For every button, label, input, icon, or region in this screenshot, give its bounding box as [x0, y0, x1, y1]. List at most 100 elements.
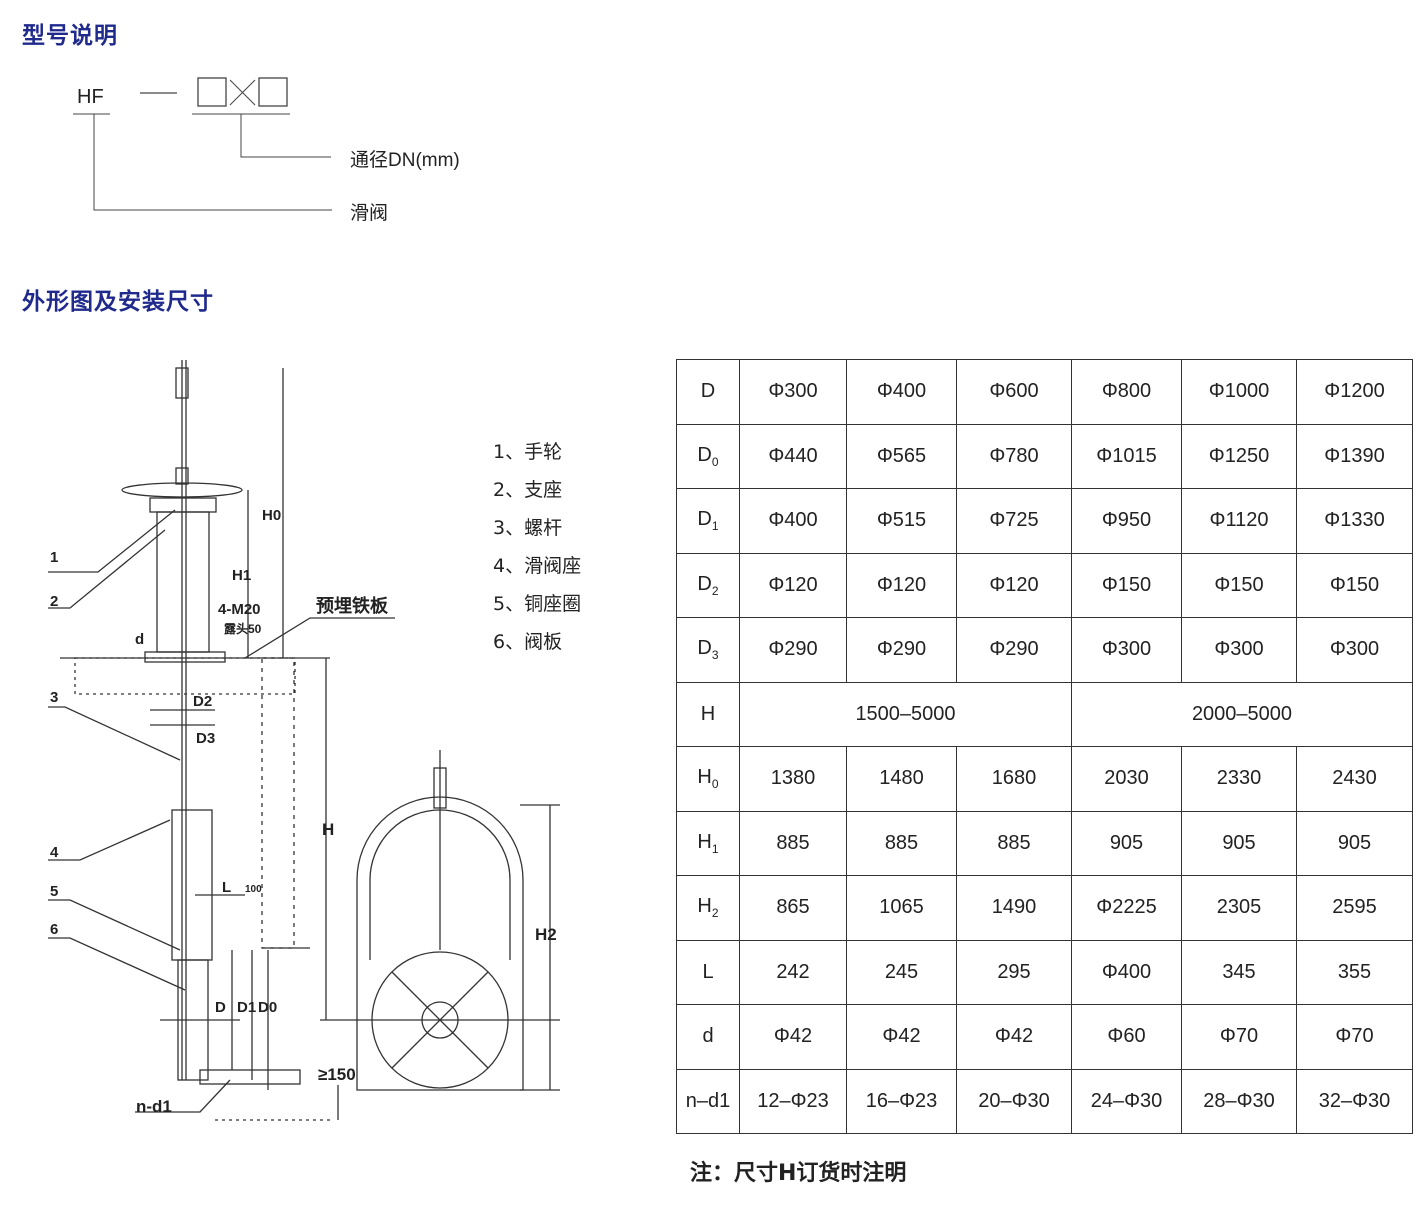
- bolt-label: 4-M20: [218, 601, 261, 618]
- table-cell: 245: [846, 939, 957, 1005]
- dim-D2: D2: [193, 693, 212, 710]
- table-cell: Φ400: [846, 359, 957, 425]
- dim-D1: D1: [237, 999, 256, 1016]
- table-cell: 295: [956, 939, 1072, 1005]
- table-cell: 2000–5000: [1071, 681, 1413, 747]
- table-cell: 32–Φ30: [1296, 1068, 1413, 1134]
- dim-H0: H0: [262, 507, 281, 524]
- table-cell: Φ2225: [1071, 875, 1182, 941]
- table-cell: Φ725: [956, 488, 1072, 554]
- table-cell: Φ70: [1296, 1004, 1413, 1070]
- row-label: n–d1: [676, 1068, 740, 1134]
- row-label-text: H: [697, 895, 712, 918]
- parts-list: 1、手轮 2、支座 3、螺杆 4、滑阀座 5、铜座圈 6、阀板: [493, 433, 581, 661]
- table-cell: 20–Φ30: [956, 1068, 1072, 1134]
- table-cell: Φ800: [1071, 359, 1182, 425]
- table-cell: Φ290: [739, 617, 847, 683]
- row-label-text: D: [697, 508, 712, 531]
- table-cell: 905: [1071, 810, 1182, 876]
- row-label-text: H: [700, 702, 716, 725]
- table-cell: 1500–5000: [739, 681, 1072, 747]
- table-cell: Φ1330: [1296, 488, 1413, 554]
- row-label: H2: [676, 875, 740, 941]
- row-label: D: [676, 359, 740, 425]
- table-cell: 905: [1181, 810, 1297, 876]
- note: 注：尺寸H订货时注明: [690, 1161, 907, 1186]
- table-cell: Φ515: [846, 488, 957, 554]
- row-label-text: D: [697, 572, 712, 595]
- table-cell: 28–Φ30: [1181, 1068, 1297, 1134]
- part-item: 5、铜座圈: [493, 593, 582, 615]
- table-cell: Φ565: [846, 423, 957, 489]
- table-cell: 355: [1296, 939, 1413, 1005]
- diameter-label: 通径DN(mm): [350, 149, 460, 171]
- table-cell: 2595: [1296, 875, 1413, 941]
- table-cell: Φ42: [739, 1004, 847, 1070]
- row-label-text: D: [700, 380, 716, 403]
- table-cell: 905: [1296, 810, 1413, 876]
- row-label: D2: [676, 552, 740, 618]
- table-cell: Φ400: [739, 488, 847, 554]
- row-label: d: [676, 1004, 740, 1070]
- table-cell: Φ42: [956, 1004, 1072, 1070]
- table-cell: 2430: [1296, 746, 1413, 812]
- callout-3: 3: [50, 689, 58, 706]
- table-cell: Φ290: [956, 617, 1072, 683]
- table-cell: Φ950: [1071, 488, 1182, 554]
- table-cell: Φ300: [1181, 617, 1297, 683]
- dim-min150: ≥150: [318, 1065, 356, 1084]
- table-cell: Φ1120: [1181, 488, 1297, 554]
- table-cell: Φ60: [1071, 1004, 1182, 1070]
- dim-H1: H1: [232, 567, 251, 584]
- table-cell: Φ70: [1181, 1004, 1297, 1070]
- callout-5: 5: [50, 883, 58, 900]
- callout-6: 6: [50, 921, 58, 938]
- row-label: H1: [676, 810, 740, 876]
- table-cell: 865: [739, 875, 847, 941]
- table-cell: 1680: [956, 746, 1072, 812]
- table-cell: Φ1250: [1181, 423, 1297, 489]
- table-cell: 1490: [956, 875, 1072, 941]
- model-code-diagram: HF 通径DN(mm) 滑阀: [73, 77, 460, 224]
- row-label: D1: [676, 488, 740, 554]
- bolt-holes-label: n-d1: [136, 1097, 172, 1116]
- table-cell: Φ1015: [1071, 423, 1182, 489]
- row-label-subscript: 0: [711, 454, 719, 469]
- table-cell: 885: [846, 810, 957, 876]
- part-item: 4、滑阀座: [493, 555, 582, 577]
- row-label: D0: [676, 423, 740, 489]
- table-cell: 2330: [1181, 746, 1297, 812]
- table-cell: Φ1200: [1296, 359, 1413, 425]
- table-cell: 1065: [846, 875, 957, 941]
- table-cell: Φ290: [846, 617, 957, 683]
- table-cell: Φ400: [1071, 939, 1182, 1005]
- table-cell: 2305: [1181, 875, 1297, 941]
- row-label: D3: [676, 617, 740, 683]
- callout-1: 1: [50, 549, 58, 566]
- table-cell: Φ42: [846, 1004, 957, 1070]
- table-cell: 885: [739, 810, 847, 876]
- row-label-text: D: [697, 637, 712, 660]
- section-heading-model: 型号说明: [22, 23, 118, 49]
- row-label-subscript: 0: [711, 777, 719, 792]
- table-cell: Φ300: [1296, 617, 1413, 683]
- model-prefix: HF: [77, 86, 104, 108]
- callout-2: 2: [50, 593, 58, 610]
- dim-D: D: [215, 999, 226, 1016]
- row-label-subscript: 1: [711, 519, 719, 534]
- dim-H2: H2: [535, 925, 557, 944]
- table-cell: Φ120: [956, 552, 1072, 618]
- table-cell: Φ600: [956, 359, 1072, 425]
- type-label: 滑阀: [350, 202, 388, 224]
